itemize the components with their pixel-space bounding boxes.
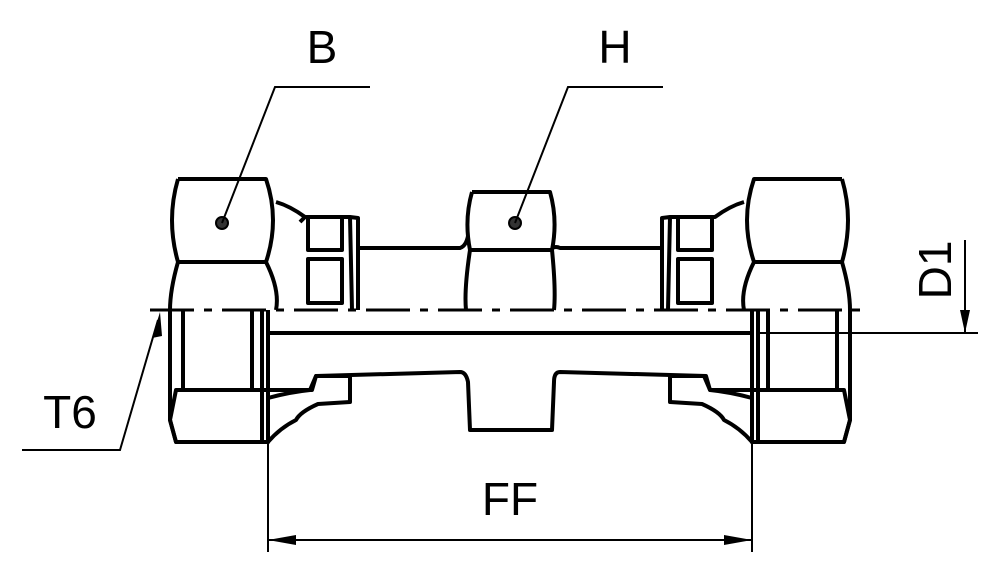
middle-nut	[463, 190, 662, 311]
leader-t6	[22, 319, 159, 451]
leader-b	[221, 86, 370, 224]
left-swivel-neck	[266, 374, 352, 444]
ff-arrow-left-icon	[268, 535, 296, 545]
left-nut	[168, 177, 279, 444]
left-half	[168, 177, 470, 444]
ff-dimension-line	[267, 442, 753, 552]
label-d1: D1	[909, 241, 961, 300]
leader-h	[514, 86, 663, 224]
body-section	[266, 331, 754, 432]
ff-arrow-right-icon	[724, 535, 752, 545]
label-b: B	[307, 21, 338, 73]
d1-arrow-icon	[960, 310, 970, 333]
right-half	[560, 177, 852, 444]
label-ff: FF	[482, 473, 538, 525]
label-h: H	[598, 21, 631, 73]
t6-arrow-icon	[152, 312, 162, 338]
label-t6: T6	[43, 386, 97, 438]
